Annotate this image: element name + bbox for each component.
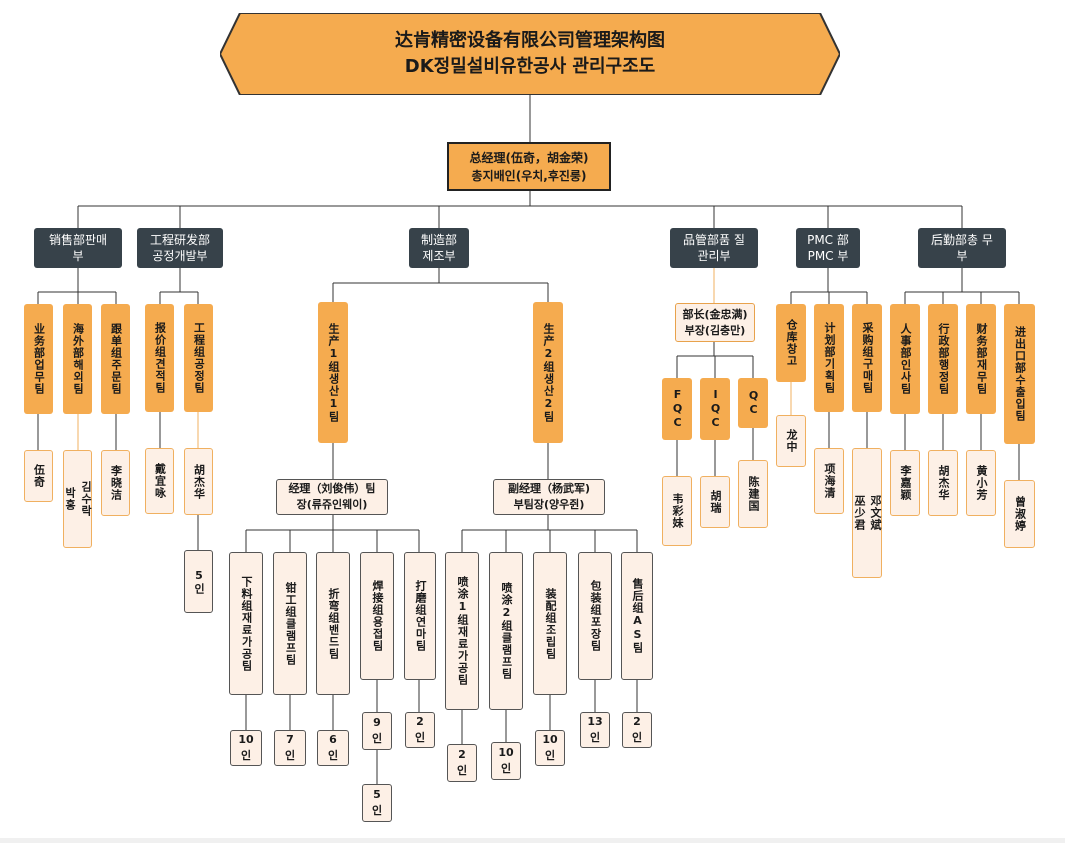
group-hr[interactable]: 人事部인사팀 <box>890 304 920 414</box>
manager-line-2[interactable]: 副经理（杨武军) 부팀장(양우쥔) <box>493 479 605 515</box>
count-grinding: 2 인 <box>405 712 435 748</box>
team-qc[interactable]: QC <box>738 378 768 428</box>
team-bend[interactable]: 折弯组밴드팀 <box>316 552 350 695</box>
manager-line-1[interactable]: 经理（刘俊伟）팀 장(류쥬인웨이) <box>276 479 388 515</box>
title-banner <box>220 13 840 95</box>
count-assembly: 10 인 <box>535 730 565 766</box>
group-order[interactable]: 跟单组주문팀 <box>101 304 130 414</box>
group-warehouse[interactable]: 仓库창고 <box>776 304 806 382</box>
title-line-korean: DK정밀설비유한공사 관리구조도 <box>404 56 656 77</box>
page-title: 达肯精密设备有限公司管理架构图 DK정밀설비유한공사 관리구조도 <box>220 28 840 80</box>
group-overseas[interactable]: 海外部해외팀 <box>63 304 92 414</box>
bottom-scroll-strip <box>0 838 1065 843</box>
title-line-chinese: 达肯精密设备有限公司管理架构图 <box>395 30 665 51</box>
person-business: 伍奇 <box>24 450 53 502</box>
person-admin: 胡杰华 <box>928 450 958 516</box>
group-import-export[interactable]: 进出口部수출입팀 <box>1004 304 1035 444</box>
count-clamp: 7 인 <box>274 730 306 766</box>
person-import-export: 曾淑婷 <box>1004 480 1035 548</box>
group-planning[interactable]: 计划部기획팀 <box>814 304 844 412</box>
person-iqc: 胡瑞 <box>700 476 730 528</box>
dept-quality[interactable]: 品管部품 질 관리부 <box>670 228 758 268</box>
person-quote: 戴宜咏 <box>145 448 174 514</box>
dept-admin[interactable]: 后勤部총 무 부 <box>918 228 1006 268</box>
group-purchasing[interactable]: 采购组구매팀 <box>852 304 882 412</box>
count-cutting: 10 인 <box>230 730 262 766</box>
count-spray-1: 2 인 <box>447 744 477 782</box>
count-engineering: 5인 <box>184 550 213 613</box>
team-after-sales[interactable]: 售后组AS팀 <box>621 552 653 680</box>
count-welding: 9 인 <box>362 712 392 750</box>
group-admin[interactable]: 行政部행정팀 <box>928 304 958 414</box>
person-warehouse: 龙中 <box>776 415 806 467</box>
team-welding[interactable]: 焊接组용접팀 <box>360 552 394 680</box>
person-order: 李晓洁 <box>101 450 130 516</box>
person-engineering: 胡杰华 <box>184 448 213 515</box>
person-overseas: 김수락 박홍 <box>63 450 93 548</box>
count-bend: 6 인 <box>317 730 349 766</box>
person-purchasing: 邓文斌 巫少君 <box>852 448 882 578</box>
count-packing: 13 인 <box>580 712 610 748</box>
group-engineering[interactable]: 工程组공정팀 <box>184 304 213 412</box>
group-business[interactable]: 业务部업무팀 <box>24 304 53 414</box>
count-spray-2: 10 인 <box>491 742 521 780</box>
count-after-sales: 2 인 <box>622 712 652 748</box>
team-iqc[interactable]: IQC <box>700 378 730 440</box>
team-clamp[interactable]: 钳工组클램프팀 <box>273 552 307 695</box>
person-qc: 陈建国 <box>738 460 768 528</box>
production-line-1[interactable]: 生产1组생산1팀 <box>318 302 348 443</box>
qa-head[interactable]: 部长(金忠满) 부장(김충만) <box>675 303 755 342</box>
person-hr: 李嘉颖 <box>890 450 920 516</box>
team-packing[interactable]: 包装组포장팀 <box>578 552 612 680</box>
group-quote[interactable]: 报价组견적팀 <box>145 304 174 412</box>
dept-engineering[interactable]: 工程研发部 공정개발부 <box>137 228 223 268</box>
dept-pmc[interactable]: PMC 部 PMC 부 <box>796 228 860 268</box>
dept-manufacturing[interactable]: 制造部 제조부 <box>409 228 469 268</box>
team-grinding[interactable]: 打磨组연마팀 <box>404 552 436 680</box>
count-welding-extra: 5 인 <box>362 784 392 822</box>
team-fqc[interactable]: FQC <box>662 378 692 440</box>
person-fqc: 韦彩妹 <box>662 476 692 546</box>
general-manager-box[interactable]: 总经理(伍奇，胡金荣) 총지배인(우치,후진룽) <box>447 142 611 191</box>
team-spray-1[interactable]: 喷涂1组재료가공팀 <box>445 552 479 710</box>
team-spray-2[interactable]: 喷涂2组클램프팀 <box>489 552 523 710</box>
person-planning: 项海清 <box>814 448 844 514</box>
dept-sales[interactable]: 销售部판매 부 <box>34 228 122 268</box>
person-finance: 黄小芳 <box>966 450 996 516</box>
team-assembly[interactable]: 装配组조립팀 <box>533 552 567 695</box>
production-line-2[interactable]: 生产2组생산2팀 <box>533 302 563 443</box>
team-cutting[interactable]: 下料组재료가공팀 <box>229 552 263 695</box>
group-finance[interactable]: 财务部재무팀 <box>966 304 996 414</box>
